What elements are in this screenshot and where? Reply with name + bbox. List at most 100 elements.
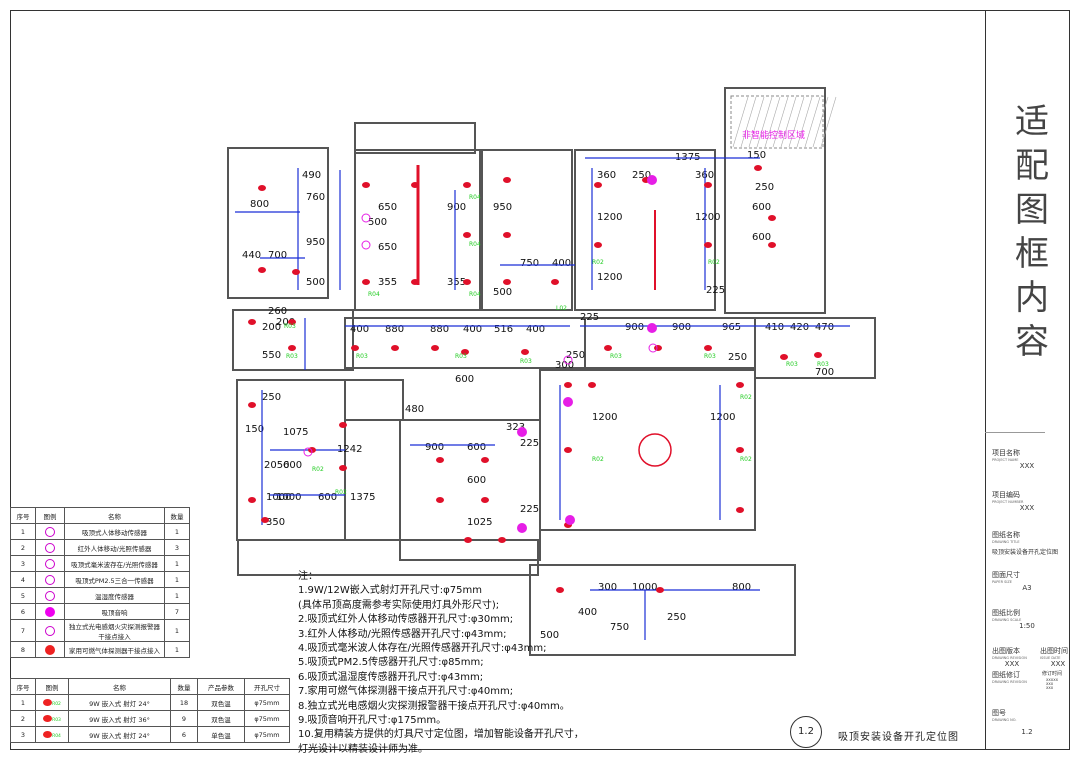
cell-qty: 7 [164,603,190,620]
light-tag: R04 [52,733,61,739]
speaker-icon [517,523,527,533]
cell-hole: φ75mm [244,726,290,743]
dimension-label: 600 [467,475,486,486]
spotlight-icon [754,165,762,171]
cell-symbol [35,571,65,588]
note-line: 1.9W/12W嵌入式射灯开孔尺寸:φ75mm [298,585,482,597]
spotlight-icon [431,345,439,351]
tb-sub: DRAWING NO. [992,718,1017,722]
dimension-label: 225 [580,312,599,323]
cell-name: 温湿度传感器 [64,587,165,604]
spotlight-icon [656,587,664,593]
dimension-label: 400 [350,324,369,335]
dimension-label: 550 [262,350,281,361]
light-tag: R02 [312,466,324,473]
dimension-label: 900 [425,442,444,453]
dimension-label: 260 [268,306,287,317]
cell-qty: 1 [164,555,190,572]
sensor-icon [563,355,573,365]
dimension-label: 250 [566,350,585,361]
note-line: 3.红外人体移动/光照传感器开孔尺寸:φ43mm; [298,628,507,640]
cell-qty: 1 [164,523,190,540]
notes-block: 注：1.9W/12W嵌入式射灯开孔尺寸:φ75mm(具体吊顶高度需参考实际使用灯… [298,570,584,757]
dimension-label: 250 [632,170,651,181]
legend-symbol-icon [45,625,55,636]
dimension-label: 516 [494,324,513,335]
tb-sub: PROJECT NAME [992,458,1019,462]
cell-symbol [35,539,65,556]
wall [344,379,404,421]
spotlight-icon [768,215,776,221]
spotlight-icon [43,715,53,722]
sensor-icon [361,240,371,250]
tb-scale: 图纸比例 DRAWING SCALE 1:50 [992,608,1052,630]
cell-qty: 3 [164,539,190,556]
drawing-frame [10,10,1070,750]
dimension-label: 400 [552,258,571,269]
tb-revision: 图纸修订 DRAWING REVISION [992,670,1052,684]
dimension-label: 355 [378,277,397,288]
tb-value: XXX [1004,660,1020,668]
spotlight-icon [564,447,572,453]
tb-sub: DRAWING REVISION [992,656,1027,660]
light-tag: R02 [335,489,347,496]
cell-name: 家用可燃气体探测器干接点接入 [64,641,165,658]
light-tag: R04 [469,241,481,248]
legend-symbol-icon [45,644,55,655]
dimension-label: 1200 [597,272,622,283]
tb-rev-val: XXXXX [1046,678,1058,682]
tb-value: XXX [1050,660,1066,668]
spotlight-icon [463,279,471,285]
table-header: 序号 图例 名称 数量 产品参数 开孔尺寸 [10,678,290,695]
th: 数量 [170,678,198,695]
cell-no: 2 [10,710,36,727]
cell-qty: 9 [170,710,198,727]
legend-symbol-icon [45,542,55,553]
spotlight-icon [461,349,469,355]
dimension-label: 360 [597,170,616,181]
hatch-line [732,96,749,148]
spotlight-icon [288,345,296,351]
spotlight-icon [564,382,572,388]
tb-label: 项目编码 [992,491,1020,499]
tb-value: 吸顶安装设备开孔定位图 [992,549,1059,556]
light-tag: R02 [708,259,720,266]
legend-symbol-icon [45,606,55,617]
cell-qty: 1 [164,571,190,588]
dimension-label: 480 [405,404,424,415]
dimension-label: 200 [276,317,295,328]
wall [529,564,796,656]
wall [754,317,876,379]
light-tag: R03 [284,323,296,330]
dimension-label: 350 [266,517,285,528]
tb-sub: PROJECT NUMBER [992,500,1024,504]
spotlight-icon [481,457,489,463]
note-line: 10.复用精装方提供的灯具尺寸定位图，增加智能设备开孔尺寸， [298,729,584,741]
dimension-label: 500 [540,630,559,641]
spotlight-icon [391,345,399,351]
dimension-label: 470 [815,322,834,333]
th: 开孔尺寸 [244,678,290,695]
cell-name: 9W 嵌入式 射灯 24° [68,726,171,743]
dimension-label: 225 [520,504,539,515]
tb-project-number: 项目编码 PROJECT NUMBER XXX [992,490,1052,512]
dimension-label: 650 [378,242,397,253]
light-tag: R03 [356,353,368,360]
cell-no: 7 [10,619,36,642]
tb-sub: DRAWING TITLE [992,540,1020,544]
hatch-line [812,96,829,148]
hatch-line [788,96,805,148]
th: 数量 [164,507,190,524]
spotlight-icon [556,587,564,593]
light-tag: R02 [52,701,61,707]
cell-symbol [35,603,65,620]
spotlight-icon [463,182,471,188]
dimension-label: 2050 [264,460,289,471]
dimension-label: 900 [672,322,691,333]
tb-value: A3 [1022,584,1032,592]
